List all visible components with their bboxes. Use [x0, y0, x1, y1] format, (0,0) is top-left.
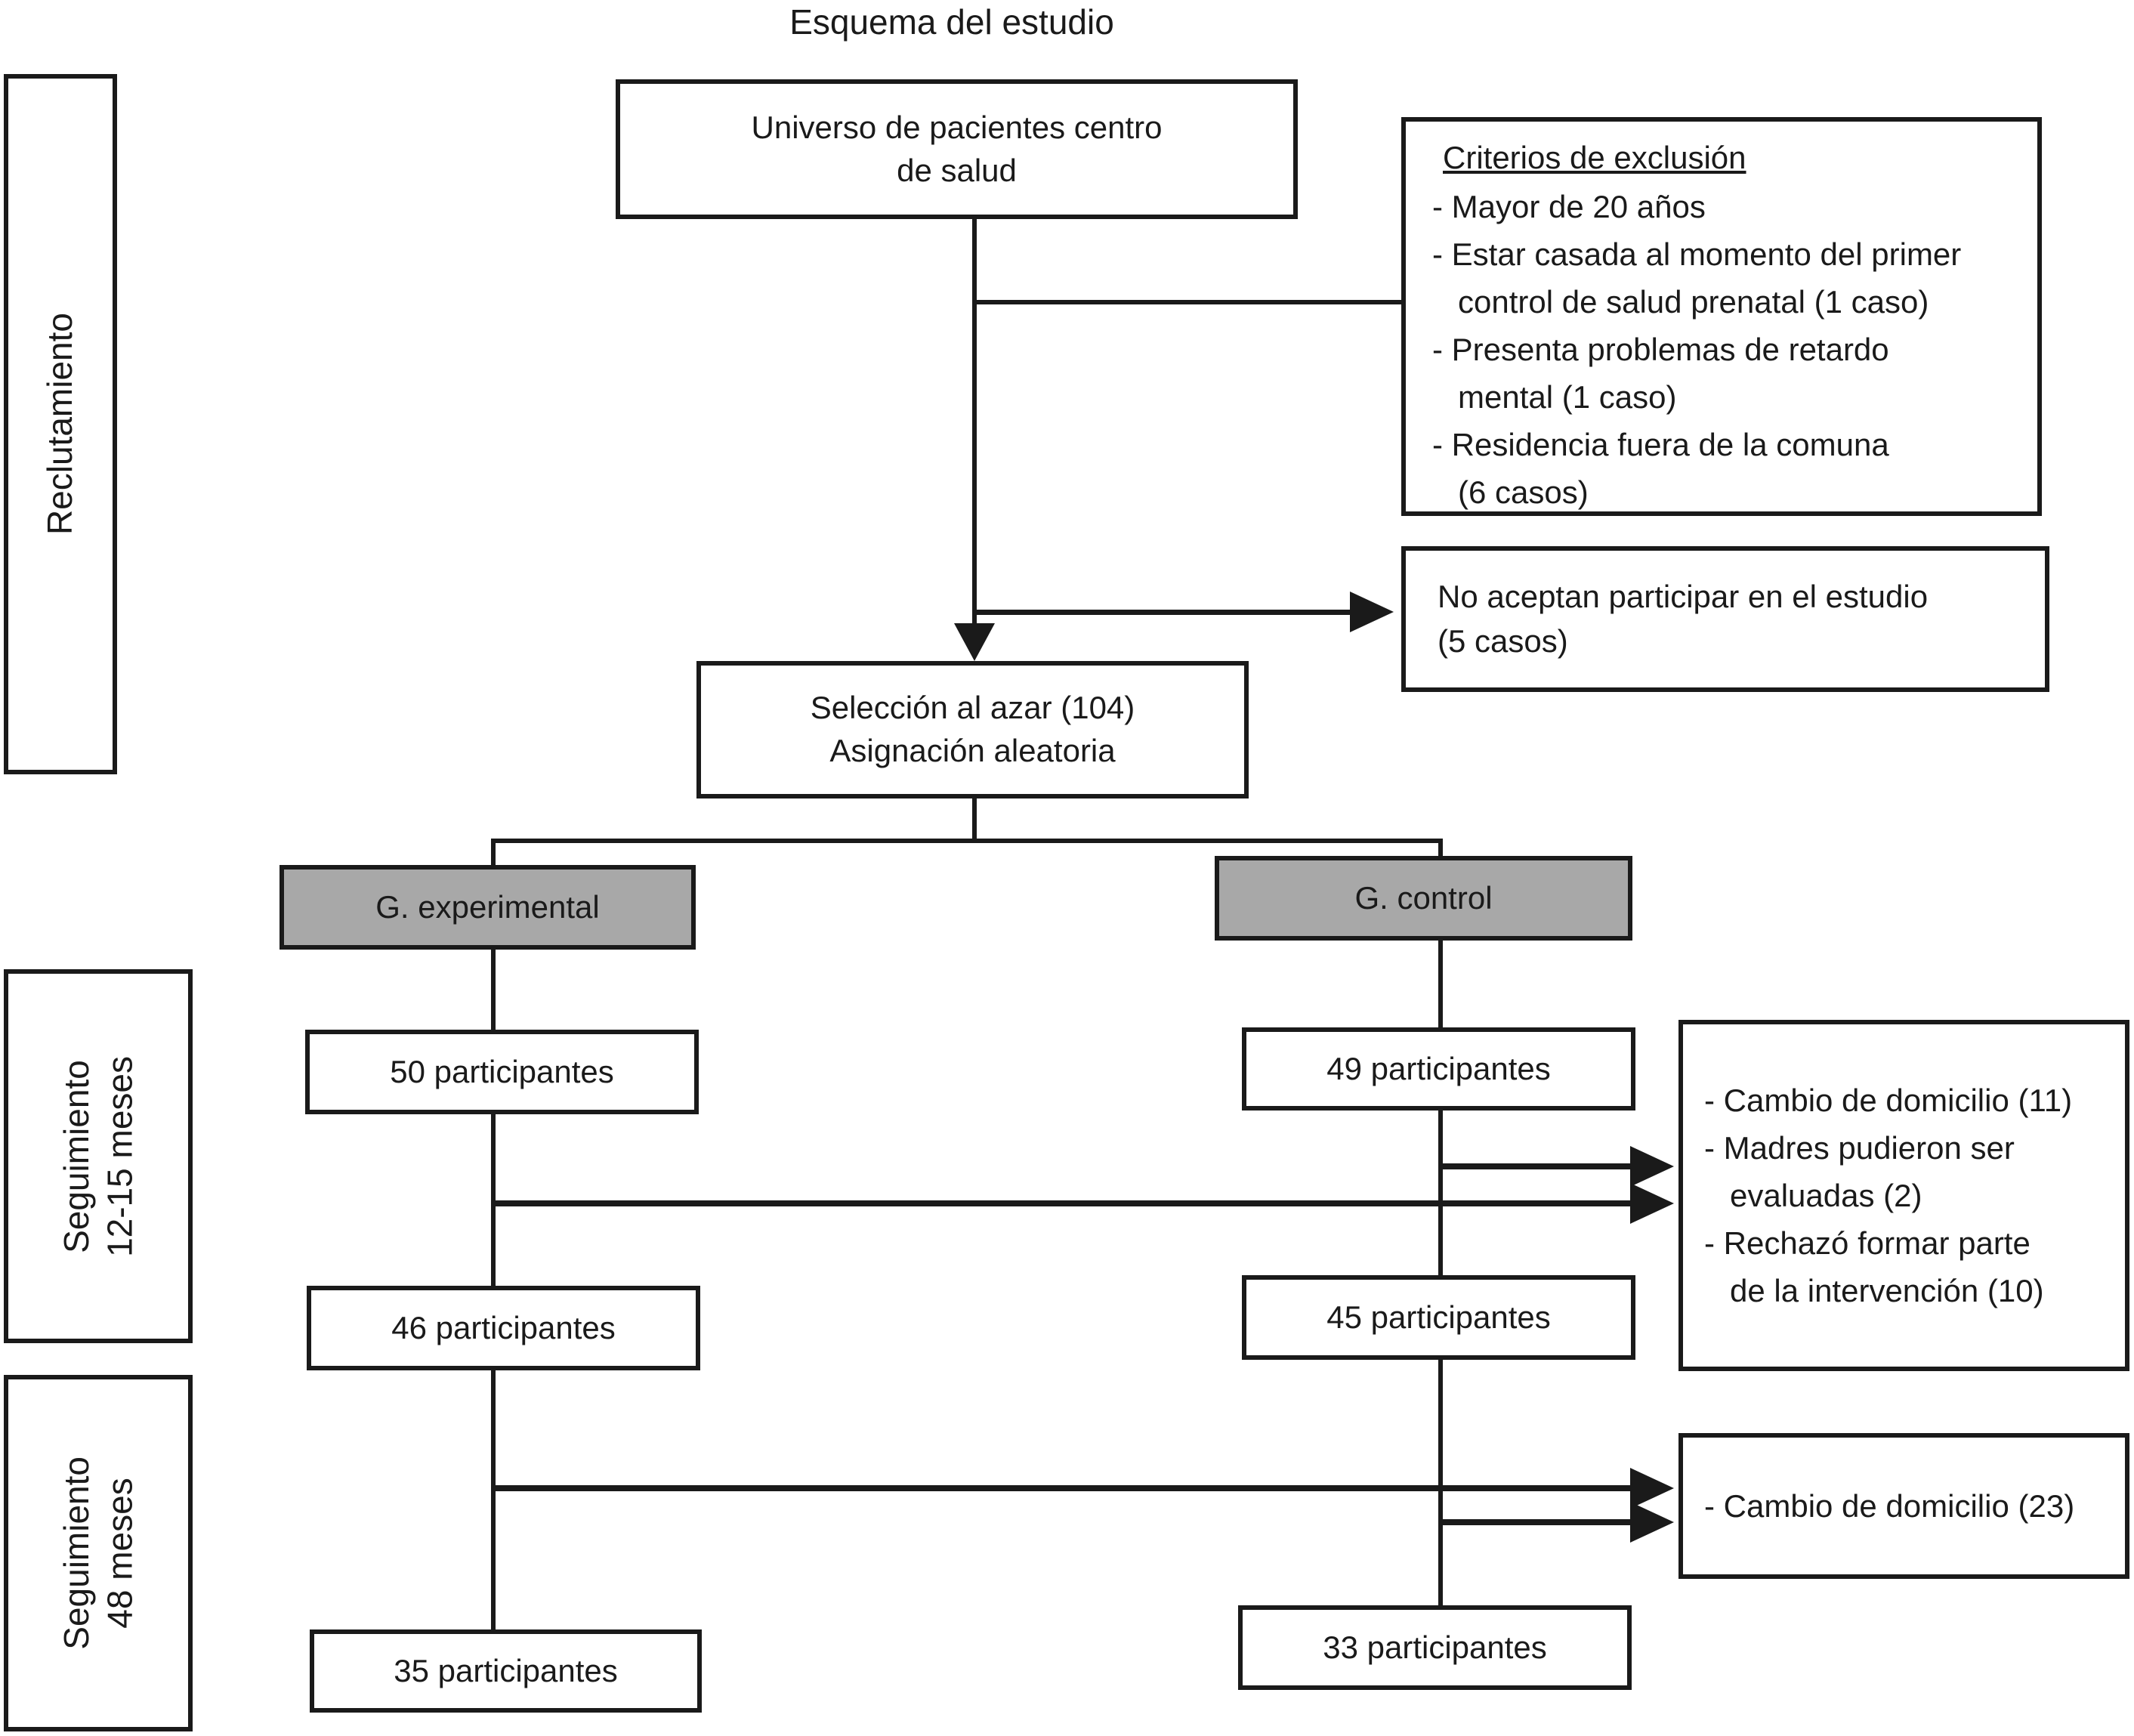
- dropout-item-continuation: de la intervención (10): [1730, 1273, 2044, 1308]
- randomization-line2: Asignación aleatoria: [829, 733, 1116, 768]
- exclusion-item: - Estar casada al momento del primer: [1432, 236, 1962, 272]
- no-accept-line2: (5 casos): [1438, 622, 1568, 659]
- experimental-count-48-box: 35 participantes: [310, 1629, 702, 1713]
- arrowhead-into-selection: [954, 623, 995, 661]
- phase-box-followup-48: Seguimiento 48 meses: [4, 1375, 193, 1731]
- control-count-mid-box: 45 participantes: [1242, 1275, 1635, 1360]
- line-split-to-experimental: [491, 839, 496, 869]
- control-group-box: G. control: [1215, 856, 1632, 941]
- line-split-to-control: [1438, 839, 1443, 860]
- universe-line1: Universo de pacientes centro: [751, 109, 1163, 145]
- exclusion-item-continuation: (6 casos): [1458, 474, 1589, 510]
- phase-label-recruitment: Reclutamiento: [39, 313, 82, 535]
- line-experimental-count2-to-count3: [491, 1369, 496, 1631]
- arrowhead-experimental-into-dropout-12-15: [1630, 1183, 1674, 1224]
- control-count-mid: 45 participantes: [1326, 1299, 1551, 1335]
- line-control-to-count1: [1438, 939, 1443, 1030]
- phase-label-followup-12-15-line1: Seguimiento: [56, 1059, 96, 1253]
- universe-box: Universo de pacientes centro de salud: [616, 79, 1298, 219]
- dropout-48-box: - Cambio de domicilio (23): [1678, 1433, 2129, 1579]
- arrow-shaft-to-no-accept: [972, 610, 1352, 615]
- arrow-shaft-control-to-dropout-48: [1438, 1519, 1633, 1525]
- randomization-line1: Selección al azar (104): [810, 690, 1135, 726]
- exclusion-item: - Presenta problemas de retardo: [1432, 332, 1889, 367]
- exclusion-item: - Mayor de 20 años: [1432, 189, 1706, 224]
- control-count-48: 33 participantes: [1323, 1629, 1547, 1665]
- line-to-exclusion-box: [972, 300, 1403, 304]
- phase-label-recruitment-text: Reclutamiento: [40, 313, 80, 536]
- line-control-count1-to-count2: [1438, 1109, 1443, 1278]
- arrow-shaft-experimental-to-dropout-48: [491, 1485, 1633, 1491]
- universe-line2: de salud: [897, 152, 1017, 188]
- control-count-12-15: 49 participantes: [1326, 1050, 1551, 1086]
- experimental-count-12-15: 50 participantes: [390, 1053, 614, 1089]
- dropout-item: - Madres pudieron ser: [1704, 1130, 2015, 1166]
- experimental-group-label: G. experimental: [375, 888, 600, 925]
- arrowhead-control-into-dropout-12-15: [1630, 1146, 1674, 1187]
- exclusion-criteria-box: Criterios de exclusión - Mayor de 20 año…: [1401, 117, 2042, 516]
- phase-box-recruitment: Reclutamiento: [4, 74, 117, 774]
- no-accept-line1: No aceptan participar en el estudio: [1438, 578, 1929, 614]
- phase-label-followup-48-line1: Seguimiento: [56, 1456, 96, 1650]
- diagram-title: Esquema del estudio: [789, 2, 1114, 42]
- experimental-count-48: 35 participantes: [394, 1652, 618, 1688]
- dropout-item: - Cambio de domicilio (23): [1704, 1488, 2075, 1524]
- exclusion-item-continuation: mental (1 caso): [1458, 379, 1677, 415]
- arrowhead-control-into-dropout-48: [1630, 1502, 1674, 1543]
- randomization-box: Selección al azar (104) Asignación aleat…: [696, 661, 1249, 798]
- experimental-count-12-15-box: 50 participantes: [305, 1030, 699, 1114]
- arrow-shaft-control-to-dropout-12-15: [1438, 1163, 1633, 1169]
- dropout-item: - Rechazó formar parte: [1704, 1225, 2031, 1261]
- line-experimental-to-count1: [491, 948, 496, 1033]
- exclusion-item-continuation: control de salud prenatal (1 caso): [1458, 284, 1929, 320]
- exclusion-item: - Residencia fuera de la comuna: [1432, 427, 1889, 462]
- control-count-12-15-box: 49 participantes: [1242, 1027, 1635, 1110]
- arrow-shaft-experimental-to-dropout-12-15: [491, 1200, 1633, 1206]
- phase-label-followup-12-15: Seguimiento 12-15 meses: [55, 1056, 142, 1257]
- no-accept-box: No aceptan participar en el estudio (5 c…: [1401, 546, 2049, 692]
- dropout-item-continuation: evaluadas (2): [1730, 1178, 1922, 1213]
- line-control-count2-to-count3: [1438, 1358, 1443, 1607]
- phase-label-followup-48: Seguimiento 48 meses: [55, 1456, 142, 1650]
- split-line: [491, 839, 1443, 843]
- control-group-label: G. control: [1354, 879, 1493, 916]
- line-selection-to-split: [972, 796, 977, 843]
- phase-label-followup-12-15-line2: 12-15 meses: [100, 1055, 139, 1257]
- line-universe-to-selection: [972, 218, 977, 631]
- phase-box-followup-12-15: Seguimiento 12-15 meses: [4, 969, 193, 1343]
- control-count-48-box: 33 participantes: [1238, 1605, 1632, 1690]
- experimental-count-mid-box: 46 participantes: [307, 1286, 700, 1370]
- phase-label-followup-48-line2: 48 meses: [100, 1478, 139, 1629]
- experimental-count-mid: 46 participantes: [391, 1309, 616, 1345]
- dropout-12-15-box: - Cambio de domicilio (11) - Madres pudi…: [1678, 1020, 2129, 1371]
- arrowhead-into-no-accept: [1350, 592, 1394, 632]
- experimental-group-box: G. experimental: [279, 865, 696, 950]
- dropout-item: - Cambio de domicilio (11): [1704, 1083, 2073, 1118]
- exclusion-title: Criterios de exclusión: [1443, 140, 1746, 175]
